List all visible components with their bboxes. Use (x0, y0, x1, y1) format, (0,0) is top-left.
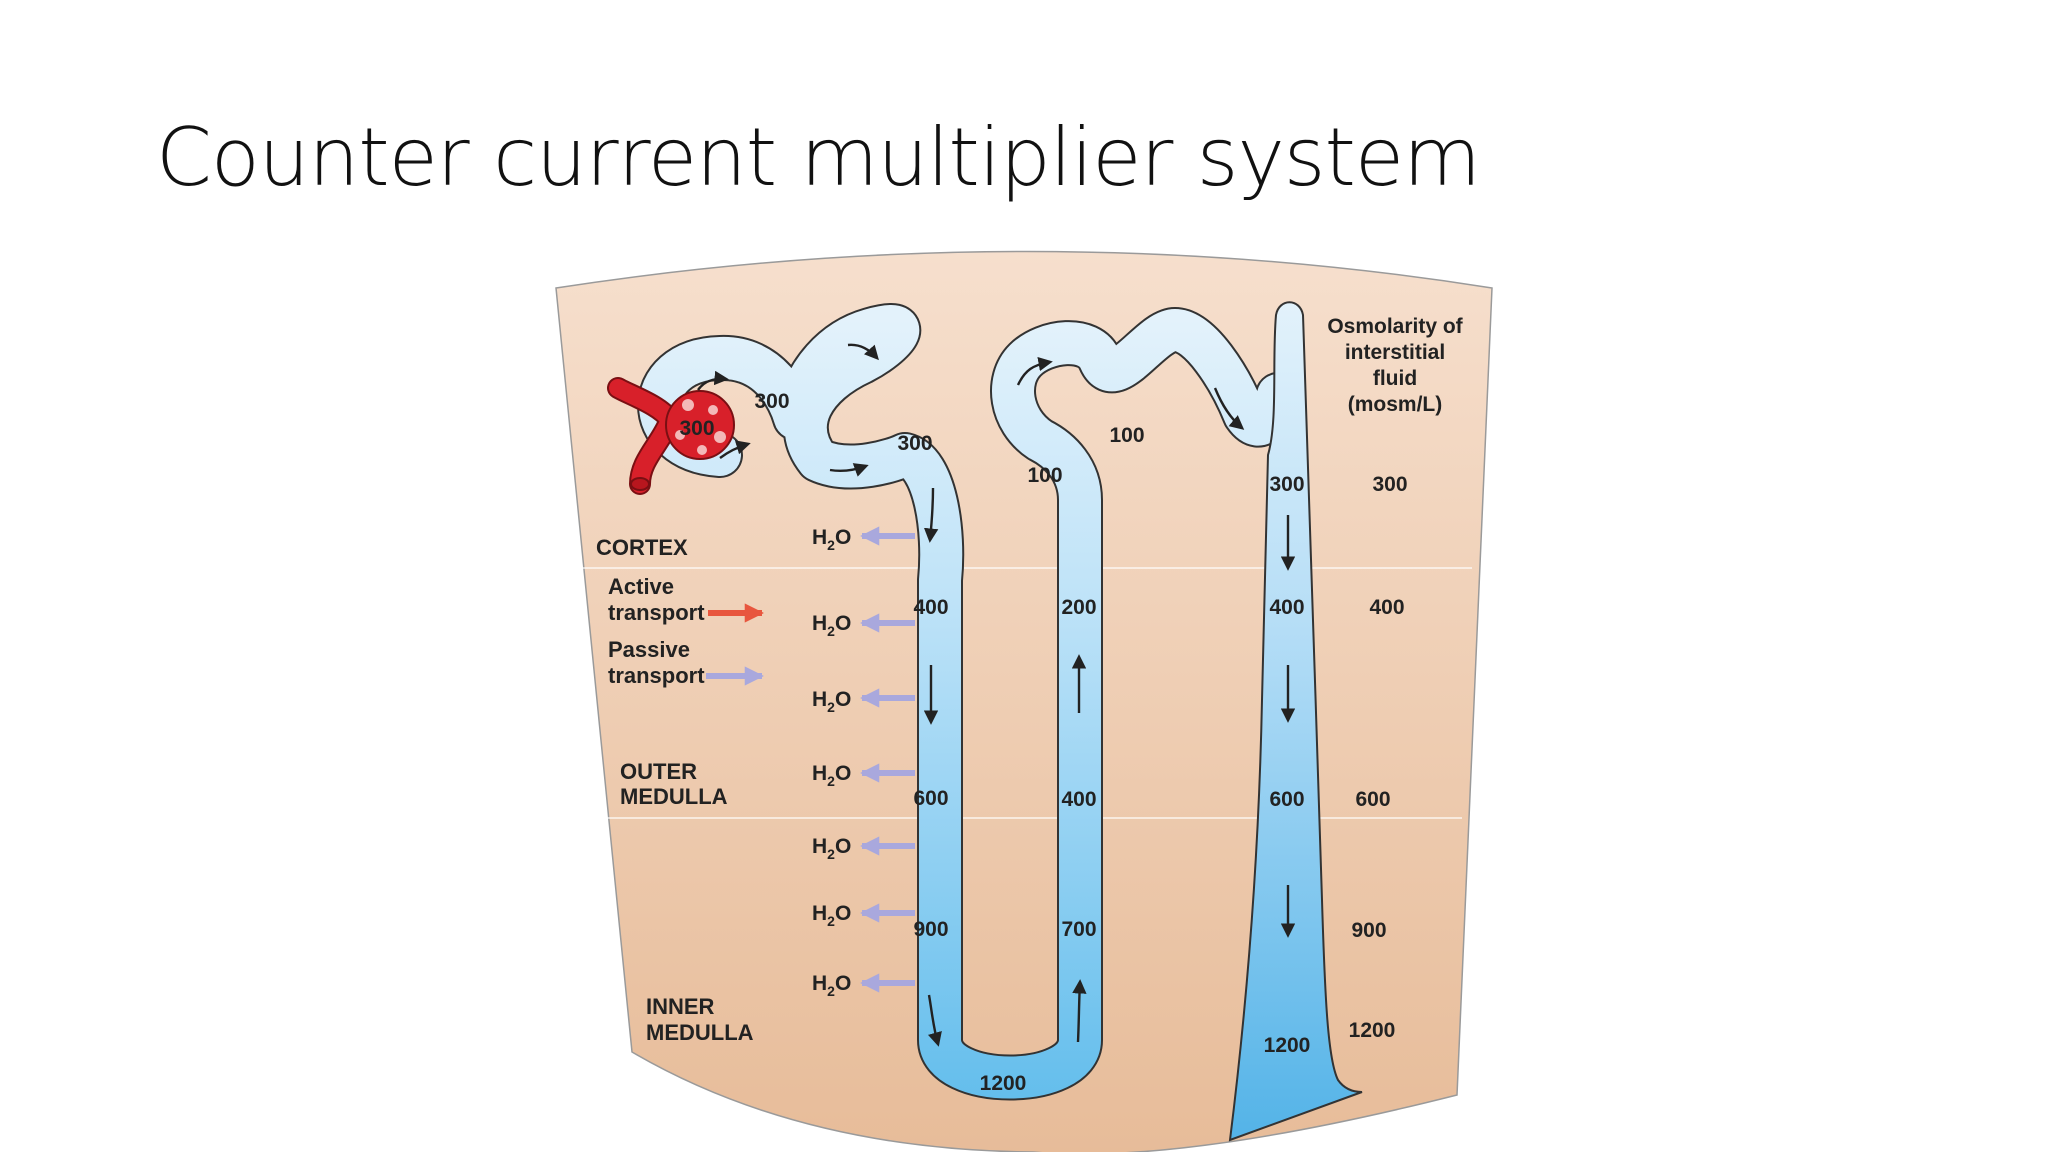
zone-label-outer-medulla: MEDULLA (620, 784, 728, 809)
water-label: H2O (812, 835, 851, 862)
flow-arrow (829, 463, 869, 477)
water-label: H2O (812, 972, 851, 999)
flow-arrow (697, 370, 729, 391)
nephron-tubule (637, 303, 1301, 1101)
zone-label-outer-medulla: OUTER (620, 759, 697, 784)
interstitial-value: 900 (1351, 919, 1386, 942)
legend-active-label: Active (608, 574, 674, 599)
water-labels: H2O H2O H2O H2O H2O H2O H2O (812, 526, 851, 999)
svg-text:(mosm/L): (mosm/L) (1348, 393, 1443, 416)
water-label: H2O (812, 688, 851, 715)
zone-label-inner-medulla: MEDULLA (646, 1020, 754, 1045)
flow-arrow (927, 994, 942, 1047)
descending-value: 400 (913, 596, 948, 619)
glomerulus (607, 377, 735, 495)
slide-title: Counter current multiplier system (156, 111, 1481, 204)
collecting-duct (1228, 301, 1363, 1142)
interstitial-value: 400 (1369, 596, 1404, 619)
flow-arrow (923, 487, 939, 543)
interstitial-header: Osmolarity of interstitial fluid (mosm/L… (1327, 315, 1463, 416)
svg-text:fluid: fluid (1373, 367, 1417, 390)
flow-arrows (697, 343, 1296, 1047)
proximal-value: 300 (754, 390, 789, 413)
legend-active-label: transport (608, 600, 705, 625)
descending-value: 900 (913, 918, 948, 941)
flow-arrow (1213, 387, 1245, 430)
ascending-value: 100 (1027, 464, 1062, 487)
glomerulus-value: 300 (679, 417, 714, 440)
interstitial-value: 1200 (1349, 1019, 1396, 1042)
collecting-value: 300 (1269, 473, 1304, 496)
interstitial-values: 300 400 600 900 1200 (1349, 473, 1408, 1042)
ascending-value: 400 (1061, 788, 1096, 811)
svg-text:interstitial: interstitial (1345, 341, 1445, 364)
flow-arrow (1072, 979, 1087, 1043)
water-label: H2O (812, 612, 851, 639)
water-label: H2O (812, 526, 851, 553)
interstitial-value: 600 (1355, 788, 1390, 811)
flow-arrow (847, 343, 879, 361)
collecting-value: 400 (1269, 596, 1304, 619)
water-label: H2O (812, 762, 851, 789)
collecting-value: 600 (1269, 788, 1304, 811)
proximal-value: 300 (897, 432, 932, 455)
flow-arrow (719, 440, 751, 459)
interstitial-value: 300 (1372, 473, 1407, 496)
water-label: H2O (812, 902, 851, 929)
distal-value: 100 (1109, 424, 1144, 447)
descending-value: 600 (913, 787, 948, 810)
ascending-value: 200 (1061, 596, 1096, 619)
bend-value: 1200 (980, 1072, 1027, 1095)
flow-arrow (1016, 356, 1053, 386)
zone-label-cortex: CORTEX (596, 535, 688, 560)
tubule-values: 300 300 300 400 600 900 1200 700 400 200… (679, 390, 1310, 1095)
legend: Active transport Passive transport (608, 574, 764, 688)
collecting-value: 1200 (1264, 1034, 1311, 1057)
ascending-value: 700 (1061, 918, 1096, 941)
zone-label-inner-medulla: INNER (646, 994, 715, 1019)
svg-text:Osmolarity of: Osmolarity of (1327, 315, 1463, 338)
legend-passive-label: Passive (608, 637, 690, 662)
water-arrows (860, 526, 915, 993)
legend-passive-label: transport (608, 663, 705, 688)
